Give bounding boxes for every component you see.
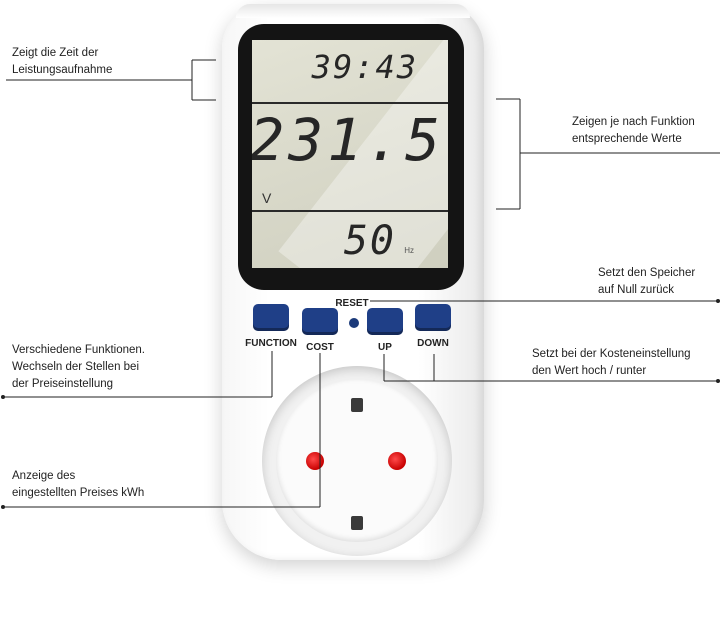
annotation-values-line1: Zeigen je nach Funktion <box>572 116 695 128</box>
annotation-functions-line2: Wechseln der Stellen bei <box>12 361 139 373</box>
cost-button[interactable] <box>302 308 338 335</box>
socket-pin-hole-right <box>388 452 406 470</box>
annotation-functions: Verschiedene Funktionen. Wechseln der St… <box>12 342 145 393</box>
annotation-reset-line1: Setzt den Speicher <box>598 267 696 279</box>
lcd-separator <box>252 210 448 212</box>
frequency-readout: 50 <box>343 218 396 264</box>
annotation-time-line2: Leistungsaufnahme <box>12 64 113 76</box>
up-button[interactable] <box>367 308 403 335</box>
annotation-price-line2: eingestellten Preises kWh <box>12 487 145 499</box>
socket-outlet <box>262 366 452 556</box>
energy-meter-device: 39:43 231.5 V 50 Hz FUNCTION COST RESET … <box>222 4 484 560</box>
time-readout: 39:43 <box>311 48 418 86</box>
reset-label: RESET <box>335 298 369 309</box>
voltage-unit: V <box>262 190 272 206</box>
function-button[interactable] <box>253 304 289 331</box>
voltage-readout: 231.5 <box>252 106 444 174</box>
annotation-time-line1: Zeigt die Zeit der <box>12 47 99 59</box>
annotation-updown: Setzt bei der Kosteneinstellung den Wert… <box>532 346 691 380</box>
annotation-values: Zeigen je nach Funktion entsprechende We… <box>572 114 695 148</box>
function-label: FUNCTION <box>245 338 297 349</box>
socket-face <box>276 380 438 542</box>
annotation-values-line2: entsprechende Werte <box>572 133 682 145</box>
cost-label: COST <box>306 342 334 353</box>
reset-button[interactable] <box>349 318 359 328</box>
annotation-reset: Setzt den Speicher auf Null zurück <box>598 265 695 299</box>
earth-contact-bottom <box>351 516 363 530</box>
earth-contact-top <box>351 398 363 412</box>
annotation-price-line1: Anzeige des <box>12 470 76 482</box>
lcd-separator <box>252 102 448 104</box>
device-top-edge <box>236 4 470 18</box>
annotation-updown-line1: Setzt bei der Kosteneinstellung <box>532 348 691 360</box>
frequency-unit: Hz <box>404 246 414 255</box>
annotation-functions-line3: der Preiseinstellung <box>12 378 114 390</box>
down-button[interactable] <box>415 304 451 331</box>
annotation-updown-line2: den Wert hoch / runter <box>532 365 647 377</box>
lcd-display: 39:43 231.5 V 50 Hz <box>252 40 448 268</box>
down-label: DOWN <box>417 338 449 349</box>
up-label: UP <box>378 342 392 353</box>
annotation-functions-line1: Verschiedene Funktionen. <box>12 344 145 356</box>
annotation-reset-line2: auf Null zurück <box>598 284 675 296</box>
annotation-time: Zeigt die Zeit der Leistungsaufnahme <box>12 45 112 79</box>
annotation-price: Anzeige des eingestellten Preises kWh <box>12 468 144 502</box>
